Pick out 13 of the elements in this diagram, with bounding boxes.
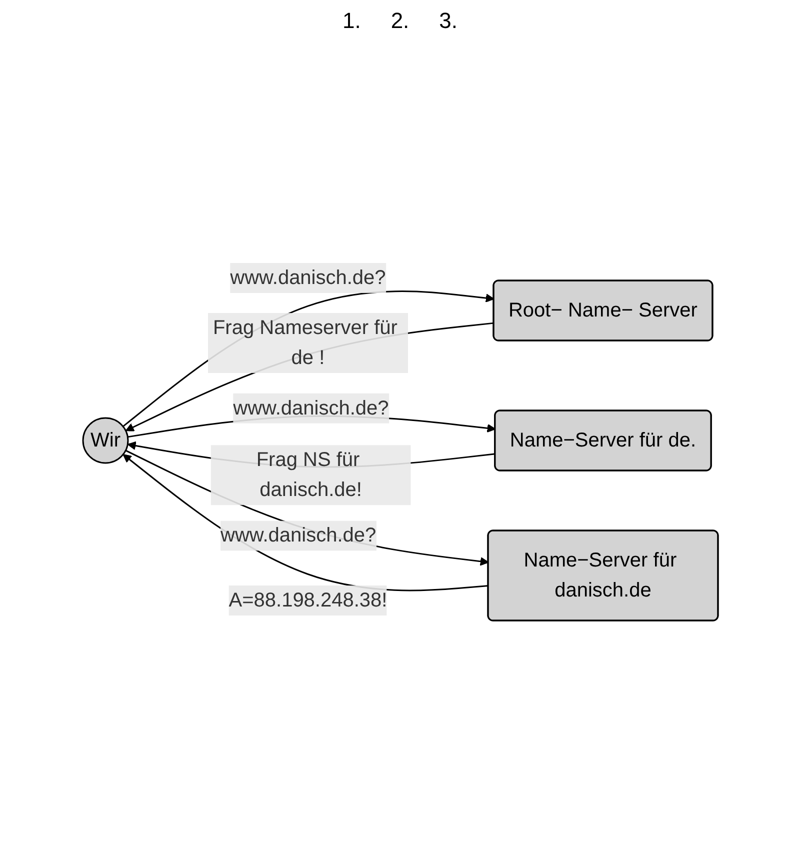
step-number: 3. <box>439 8 458 34</box>
arrow <box>124 322 494 432</box>
edge-label: www.danisch.de? <box>220 524 376 546</box>
edge-label: www.danisch.de? <box>232 397 388 420</box>
arrow <box>124 450 488 566</box>
node-circle: Wir <box>82 417 128 464</box>
edge-label: Frag NS für danisch.de! <box>256 448 362 501</box>
arrow <box>122 454 488 591</box>
edge-label: www.danisch.de? <box>230 266 386 289</box>
edge-label: A=88.198.248.38! <box>228 589 387 612</box>
step-number: 1. <box>342 8 361 34</box>
edge-label: Frag Nameserver für de ! <box>212 316 397 369</box>
step-number: 2. <box>390 8 410 34</box>
